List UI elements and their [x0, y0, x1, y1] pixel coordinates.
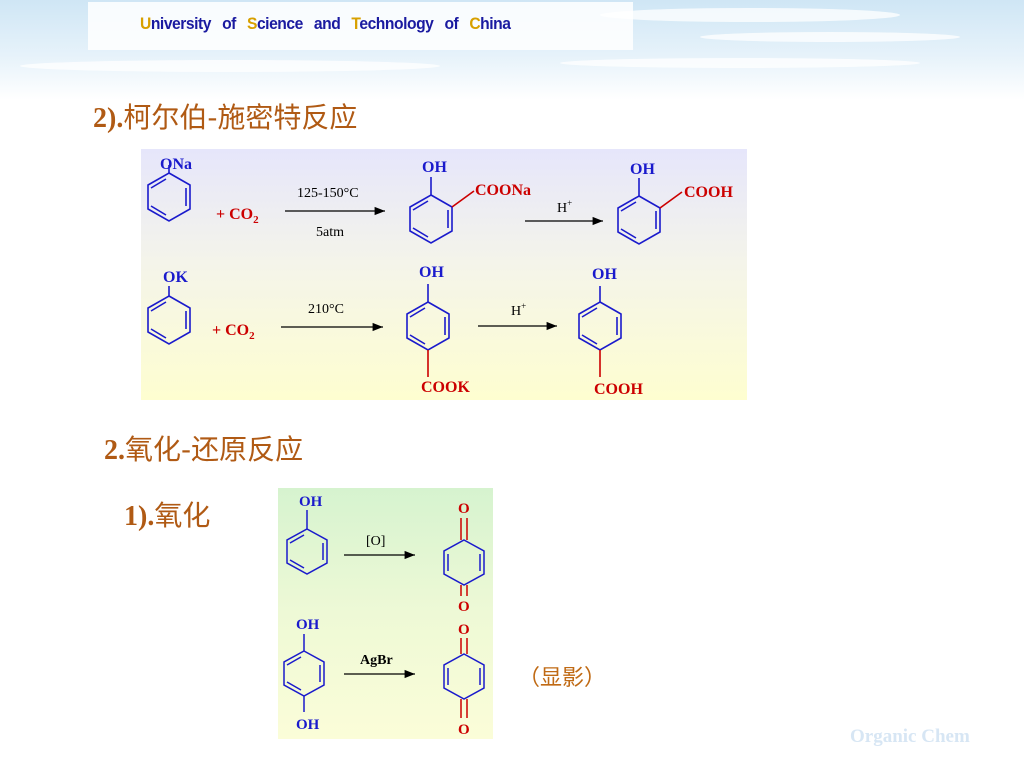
carboxyl-label: COOH	[594, 381, 643, 398]
reagent-label: AgBr	[360, 653, 393, 668]
benzene-ring	[286, 510, 328, 575]
benzene-ring	[578, 286, 622, 351]
carbonyl-label: O	[458, 599, 470, 615]
carbonyl-label: O	[458, 722, 470, 738]
carboxyl-label: COOH	[684, 184, 733, 201]
kolbe-schmitt-svg: ONa + CO2 125-150°C 5atm OH COONa H+ OH …	[147, 156, 733, 398]
benzene-ring	[409, 177, 453, 244]
heading-number: 1).	[124, 501, 155, 532]
hydroxyl-label: OH	[296, 717, 320, 733]
heading-kolbe-schmitt: 2).柯尔伯-施密特反应	[93, 96, 357, 136]
carboxylate-label: COOK	[421, 379, 470, 396]
oxidation-scheme: OH [O] O O OH OH AgBr O O	[278, 488, 493, 739]
university-title: University of Science and Technology of China	[140, 14, 511, 34]
hydroxyl-label: OH	[299, 494, 323, 510]
oxidant-label: [O]	[366, 534, 385, 549]
benzene-ring	[147, 165, 191, 222]
carbonyl-label: O	[458, 622, 470, 638]
banner-word: Technology	[351, 14, 434, 33]
footer-watermark: Organic Chem	[850, 726, 970, 747]
reactant-label: OK	[163, 269, 188, 286]
co2-label: + CO2	[216, 206, 259, 226]
benzene-ring	[406, 284, 450, 351]
hydroxyl-label: OH	[419, 264, 444, 281]
carbonyl-label: O	[458, 501, 470, 517]
heading-number: 2).	[93, 103, 124, 134]
hydroxyl-label: OH	[296, 617, 320, 633]
hydroxyl-label: OH	[422, 159, 447, 176]
photo-development-note: （显影）	[518, 666, 607, 691]
condition-pressure: 5atm	[316, 225, 344, 240]
acid-label: H+	[511, 301, 526, 319]
quinone-ring	[443, 653, 485, 700]
hydroxyl-label: OH	[630, 161, 655, 178]
acid-label: H+	[557, 198, 572, 216]
banner-word: and	[313, 14, 341, 33]
carboxylate-label: COONa	[475, 182, 531, 199]
heading-text: 柯尔伯-施密特反应	[123, 101, 358, 134]
benzene-ring	[147, 286, 191, 345]
banner-word: of	[444, 14, 459, 33]
reactant-label: ONa	[160, 156, 192, 173]
heading-text: 氧化-还原反应	[125, 433, 304, 466]
banner-word: Science	[246, 14, 303, 33]
heading-number: 2.	[104, 435, 125, 466]
benzene-ring	[283, 634, 325, 712]
banner-word: of	[222, 14, 236, 33]
quinone-ring	[443, 539, 485, 586]
co2-label: + CO2	[212, 322, 255, 342]
oxidation-svg: OH [O] O O OH OH AgBr O O	[283, 494, 485, 738]
heading-text: 氧化	[154, 499, 211, 532]
condition-temperature: 125-150°C	[297, 186, 359, 201]
benzene-ring	[617, 178, 661, 245]
heading-oxidation: 1).氧化	[124, 494, 210, 534]
banner-word: University	[140, 14, 212, 33]
kolbe-schmitt-scheme: ONa + CO2 125-150°C 5atm OH COONa H+ OH …	[141, 149, 747, 400]
banner-word: China	[469, 14, 511, 33]
header-banner	[88, 2, 633, 50]
condition-temperature: 210°C	[308, 302, 344, 317]
hydroxyl-label: OH	[592, 266, 617, 283]
heading-redox: 2.氧化-还原反应	[104, 428, 303, 468]
